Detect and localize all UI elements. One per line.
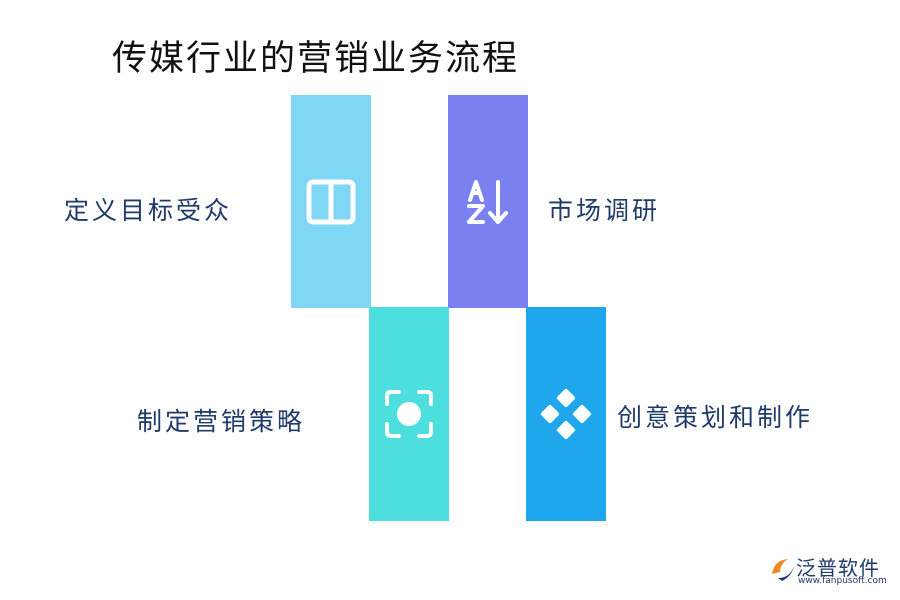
diamond-grid-icon bbox=[540, 388, 592, 440]
brand-logo: 泛普软件 www.fanpusoft.com bbox=[768, 552, 892, 592]
step-block-define-audience bbox=[291, 95, 371, 308]
step-label-marketing-strategy: 制定营销策略 bbox=[137, 407, 306, 436]
brand-name: 泛普软件 bbox=[796, 556, 880, 580]
step-block-creative-planning bbox=[526, 307, 606, 521]
brand-logo-icon bbox=[772, 559, 794, 581]
step-block-marketing-strategy bbox=[369, 307, 449, 521]
step-label-creative-planning: 创意策划和制作 bbox=[617, 403, 814, 432]
step-label-define-audience: 定义目标受众 bbox=[64, 196, 233, 225]
step-block-market-research bbox=[448, 95, 528, 308]
two-panel-layout-icon bbox=[306, 179, 356, 224]
sort-az-icon bbox=[467, 179, 508, 224]
brand-url: www.fanpusoft.com bbox=[798, 576, 887, 586]
step-label-market-research: 市场调研 bbox=[548, 196, 661, 225]
page-title: 传媒行业的营销业务流程 bbox=[112, 39, 520, 79]
focus-frame-icon bbox=[385, 390, 433, 438]
